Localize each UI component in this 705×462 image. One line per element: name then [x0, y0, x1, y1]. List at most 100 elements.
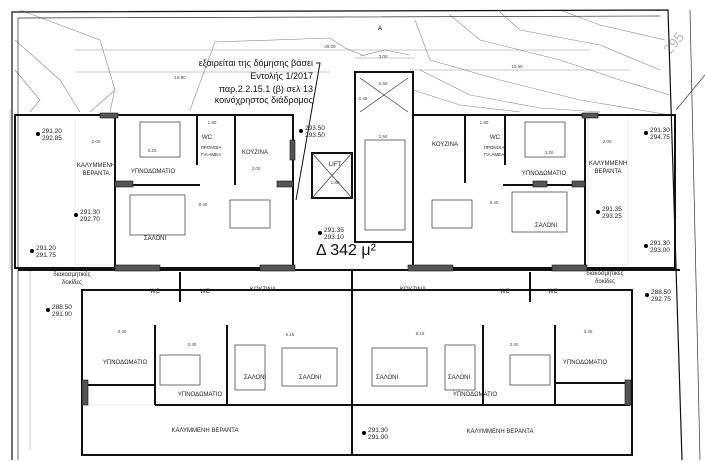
terrain-contours: [14, 9, 671, 116]
room-label: ΚΑΛΥΜΜΕΝΗ: [589, 161, 627, 167]
svg-text:291.35: 291.35: [324, 227, 344, 234]
note-line: κοινόχρηστος διάδρομος: [215, 95, 314, 105]
room-label: ΚΟΥΖΙΝΑ: [250, 287, 276, 293]
room-label: ΠΡΟΝΟΙΑ: [484, 145, 505, 150]
room-label: διακοσμητικές: [586, 270, 623, 277]
svg-text:292.70: 292.70: [80, 216, 100, 223]
svg-text:293.25: 293.25: [602, 213, 622, 220]
svg-text:292.75: 292.75: [651, 296, 671, 303]
room-label: ΣΑΛΟΝΙ: [144, 236, 167, 242]
dimension-label: 10.65: [511, 64, 523, 69]
dimension-labels: 26.00 10.90 3.00 10.65 2.50 2.45 2.50 3.…: [92, 44, 612, 347]
room-label: ΣΑΛΟΝΙ: [299, 375, 322, 381]
svg-text:291.30: 291.30: [650, 240, 670, 247]
dimension-label: 26.00: [324, 44, 336, 49]
svg-text:294.75: 294.75: [650, 134, 670, 141]
svg-text:293.50: 293.50: [305, 132, 325, 139]
svg-text:291.30: 291.30: [80, 209, 100, 216]
dimension-label: 2.00: [603, 139, 612, 144]
area-label: Δ 342 μ²: [316, 242, 377, 259]
regulation-note: εξαιρείται της δόμησης βάσει Εντολής 1/2…: [199, 58, 321, 201]
dimension-label: 1.80: [480, 120, 489, 125]
dimension-label: 2.00: [92, 139, 101, 144]
svg-text:288.50: 288.50: [52, 304, 72, 311]
room-label: ΚΟΥΖΙΝΑ: [242, 150, 268, 156]
room-label: LIFT: [329, 162, 342, 168]
svg-text:293.50: 293.50: [305, 125, 325, 132]
room-label: ΣΑΛΟΝΙ: [376, 375, 399, 381]
note-line: Εντολής 1/2017: [250, 71, 313, 81]
room-label: ΓΙΑ ΑΜΕΑ: [484, 152, 504, 157]
dimension-label: 6.15: [286, 332, 295, 337]
dimension-label: 2.50: [379, 81, 388, 86]
dimension-label: 8.40: [199, 202, 208, 207]
room-label: ΚΑΛΥΜΜΕΝΗ: [77, 163, 115, 169]
room-labels: ΚΑΛΥΜΜΕΝΗ ΒΕΡΑΝΤΑ ΥΠΝΟΔΩΜΑΤΙΟ WC ΠΡΟΝΟΙΑ…: [53, 135, 627, 435]
room-label: ΚΑΛΥΜΜΕΝΗ ΒΕΡΑΝΤΑ: [466, 429, 533, 435]
room-label: ΚΟΥΖΙΝΑ: [400, 287, 426, 293]
room-label: WC: [200, 289, 211, 295]
room-label: ΠΡΟΝΟΙΑ: [201, 145, 222, 150]
room-label: ΓΙΑ ΑΜΕΑ: [201, 152, 221, 157]
room-label: ΥΠΝΟΔΩΜΑΤΙΟ: [522, 171, 567, 177]
note-line: παρ.2.2.15.1 (β) σελ 13: [219, 84, 313, 94]
room-label: ΥΠΝΟΔΩΜΑΤΙΟ: [131, 169, 176, 175]
room-label: ΥΠΝΟΔΩΜΑΤΙΟ: [453, 392, 498, 398]
dimension-label: 3.20: [545, 150, 554, 155]
room-label: διακοσμητικές: [53, 271, 90, 278]
room-label: ΒΕΡΑΝΤΑ: [594, 169, 621, 175]
room-label: ΚΟΥΖΙΝΑ: [432, 142, 458, 148]
room-label: ΥΠΝΟΔΩΜΑΤΙΟ: [103, 360, 148, 366]
room-label: ΚΑΛΥΜΜΕΝΗ ΒΕΡΑΝΤΑ: [171, 428, 238, 434]
room-label: ΥΠΝΟΔΩΜΑΤΙΟ: [563, 360, 608, 366]
dimension-label: 3.40: [510, 342, 519, 347]
dimension-label: 3.40: [188, 342, 197, 347]
room-label: WC: [548, 289, 559, 295]
svg-text:291.00: 291.00: [368, 434, 388, 441]
svg-text:291.20: 291.20: [42, 128, 62, 135]
svg-text:288.50: 288.50: [651, 289, 671, 296]
room-label: δοκίδες: [62, 280, 82, 286]
dimension-label: 3.00: [379, 54, 388, 59]
room-label: ΣΑΛΟΝΙ: [244, 375, 267, 381]
dimension-label: 10.90: [174, 75, 186, 80]
dimension-lines: [9, 49, 630, 450]
top-left-unit-walls: [14, 112, 296, 269]
room-label: ΥΠΝΟΔΩΜΑΤΙΟ: [178, 392, 223, 398]
room-label: ΒΕΡΑΝΤΑ: [82, 171, 109, 177]
room-label: WC: [500, 289, 511, 295]
svg-text:291.30: 291.30: [368, 427, 388, 434]
dimension-label: 2.00: [252, 166, 261, 171]
svg-text:292.85: 292.85: [42, 135, 62, 142]
dimension-label: 3.20: [148, 148, 157, 153]
dimension-label: 3.40: [584, 329, 593, 334]
dimension-label: 2.45: [359, 96, 368, 101]
contour-label: 295: [660, 29, 687, 57]
room-label: WC: [202, 135, 213, 141]
dimension-label: 6.15: [416, 331, 425, 336]
svg-text:293.10: 293.10: [324, 234, 344, 241]
svg-text:291.20: 291.20: [36, 245, 56, 252]
dimension-label: 8.40: [490, 200, 499, 205]
svg-text:291.75: 291.75: [36, 252, 56, 259]
note-line: εξαιρείται της δόμησης βάσει: [199, 58, 313, 68]
room-label: WC: [150, 289, 161, 295]
bottom-units-walls: [18, 264, 680, 456]
top-right-unit-walls: [412, 112, 676, 269]
room-label: δοκίδες: [595, 279, 615, 285]
room-label: ΣΑΛΟΝΙ: [448, 375, 471, 381]
dimension-label: 3.40: [118, 329, 127, 334]
svg-text:293.00: 293.00: [650, 247, 670, 254]
